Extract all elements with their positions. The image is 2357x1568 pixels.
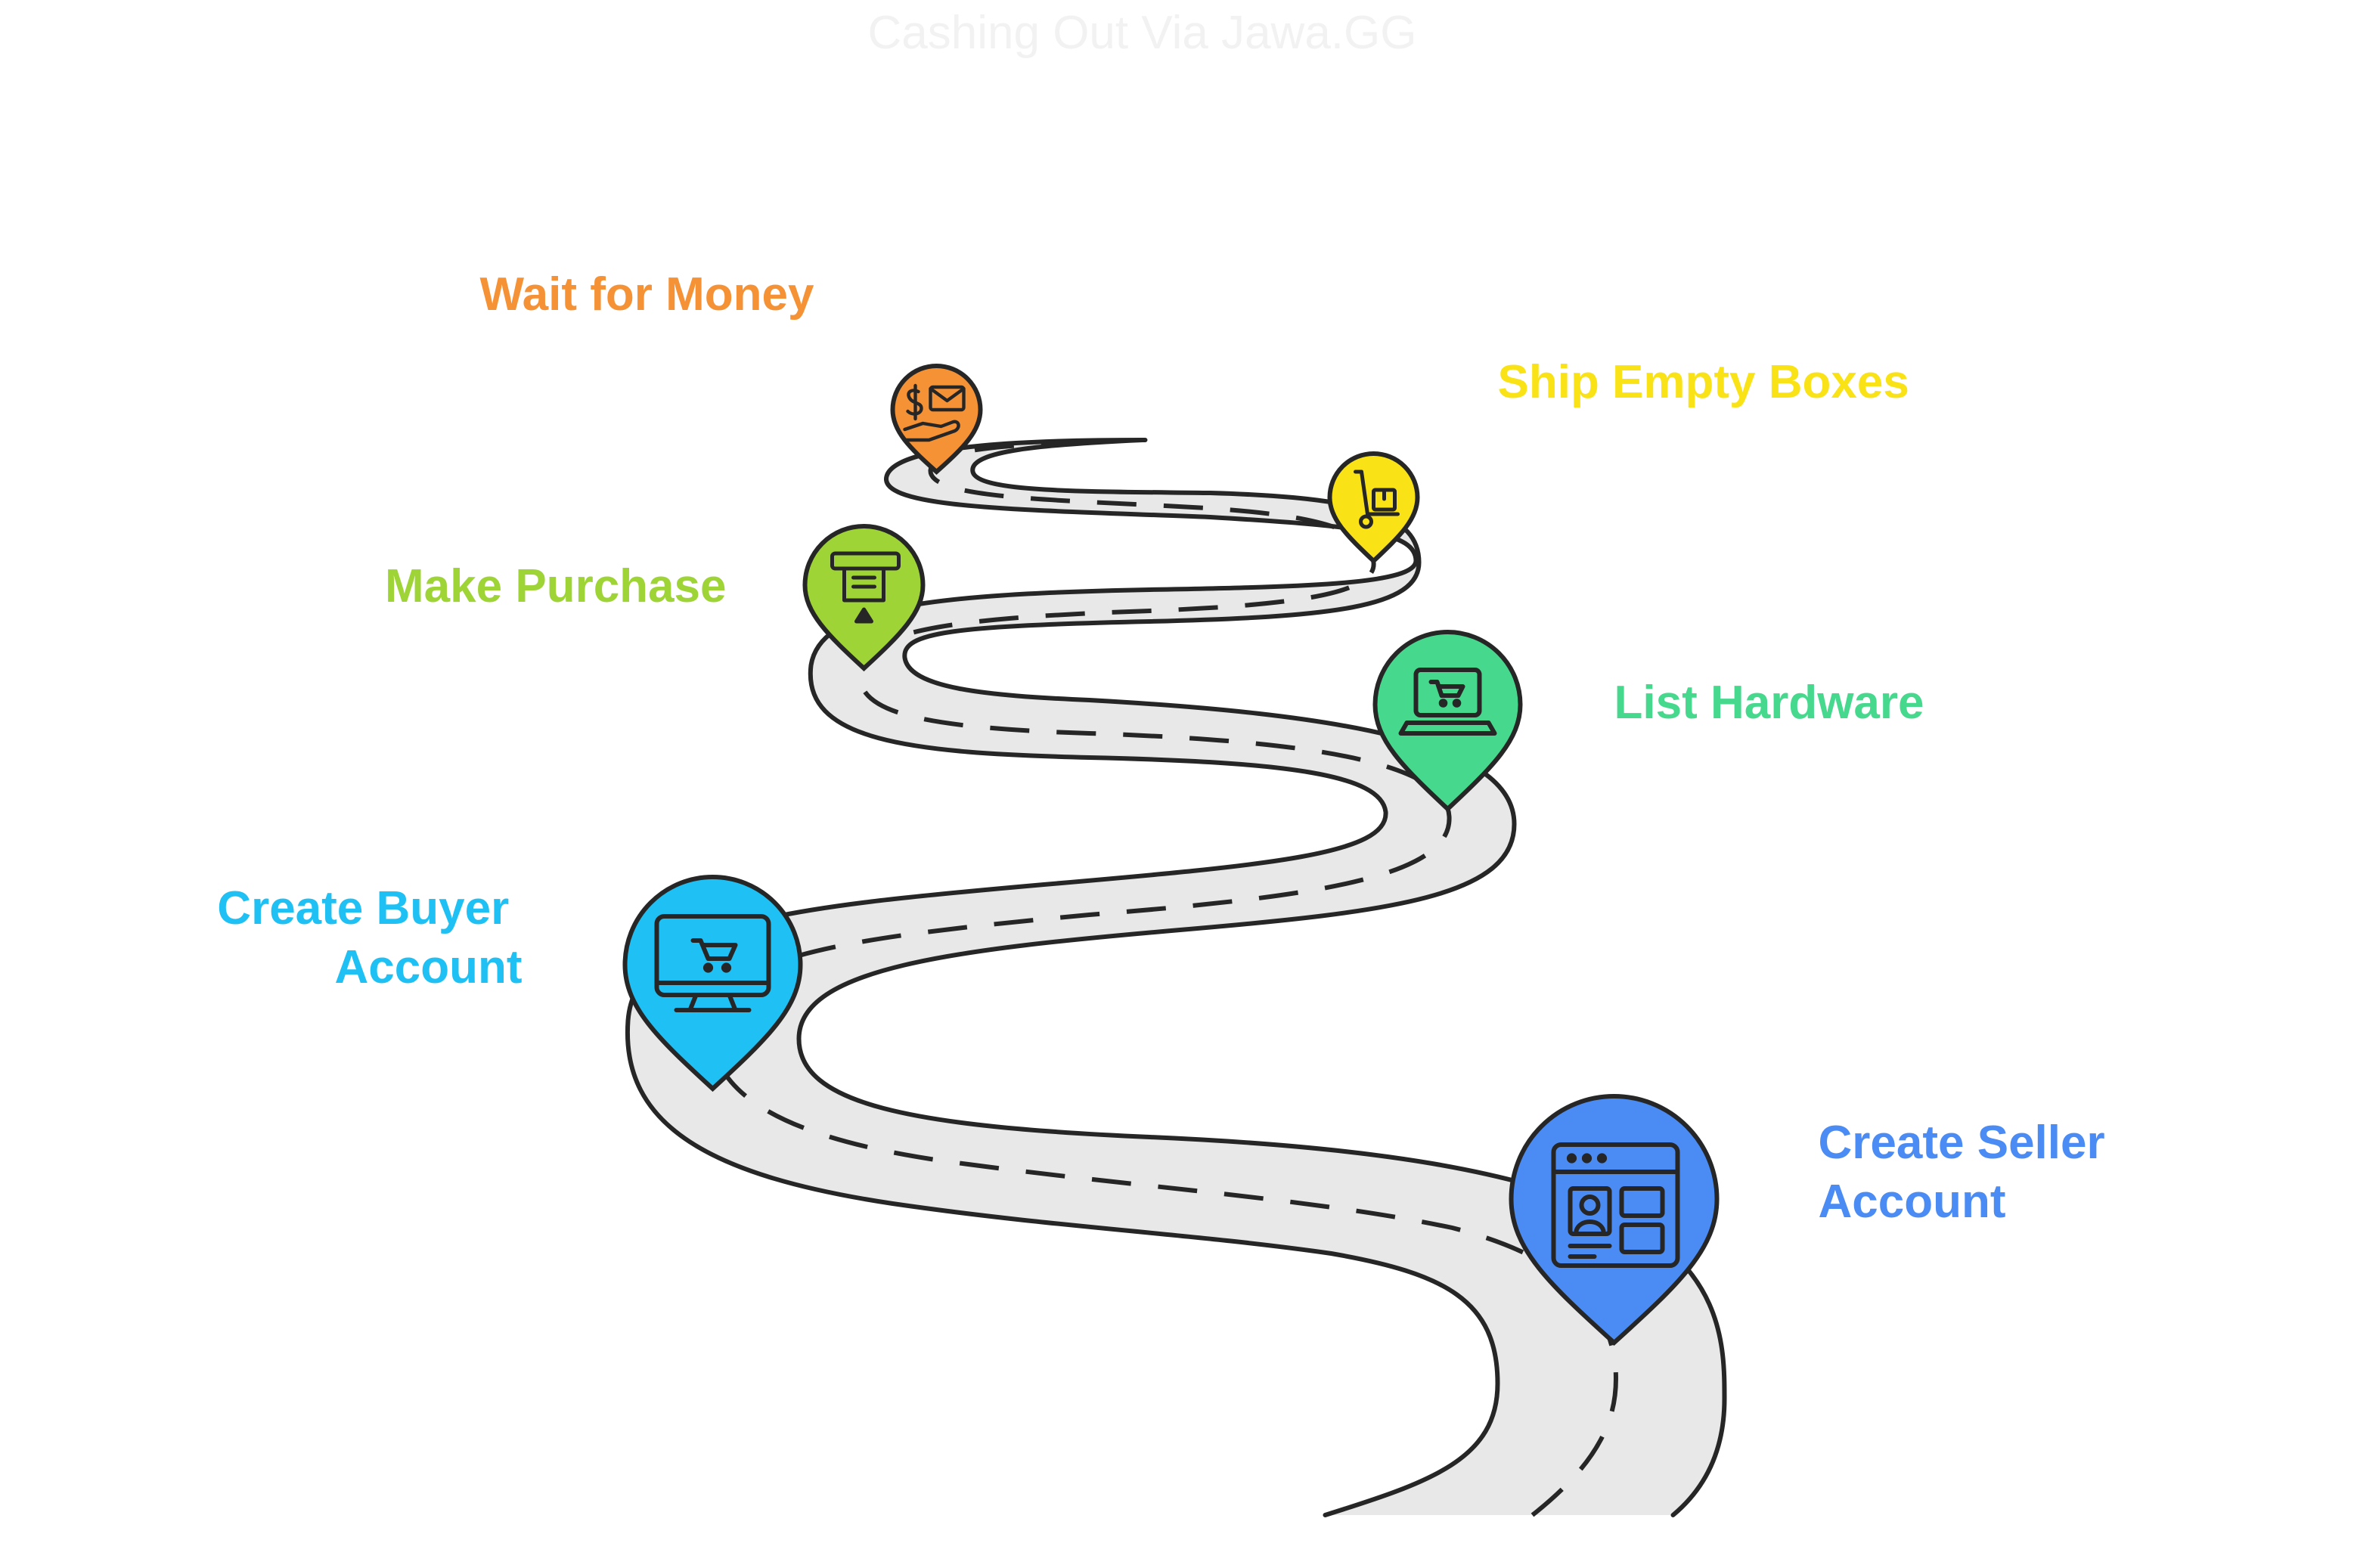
computer-cart-icon [654, 914, 771, 1012]
step-pin-create-seller-account: Create Seller Account [1509, 1094, 2118, 1346]
step-label-make-purchase: Make Purchase [385, 560, 726, 612]
seller-profile-icon [1551, 1142, 1680, 1268]
step-label-list-hardware: List Hardware [1614, 677, 1924, 729]
payment-terminal-icon [830, 551, 901, 624]
step-pin-ship-empty-boxes: Ship Empty Boxes [1327, 356, 1909, 565]
step-label-create-buyer-account: Create Buyer Account [217, 882, 522, 993]
laptop-cart-icon [1398, 668, 1497, 736]
map-pin-marker [802, 524, 926, 672]
road-surface [627, 440, 1725, 1515]
map-pin-marker [1509, 1094, 1720, 1346]
road-edge-outer [625, 438, 1500, 1517]
step-pin-make-purchase: Make Purchase [385, 524, 926, 672]
step-pin-wait-for-money: Wait for Money [479, 268, 983, 476]
step-pin-create-buyer-account: Create Buyer Account [217, 875, 803, 1092]
hand-truck-box-icon [1354, 469, 1400, 529]
money-mail-icon [903, 383, 966, 442]
step-label-ship-empty-boxes: Ship Empty Boxes [1498, 356, 1909, 408]
step-label-wait-for-money: Wait for Money [479, 268, 814, 321]
diagram-title: Cashing Out Via Jawa.GG [868, 7, 1417, 59]
step-pin-list-hardware: List Hardware [1372, 630, 1924, 813]
step-label-create-seller-account: Create Seller Account [1819, 1117, 2118, 1228]
